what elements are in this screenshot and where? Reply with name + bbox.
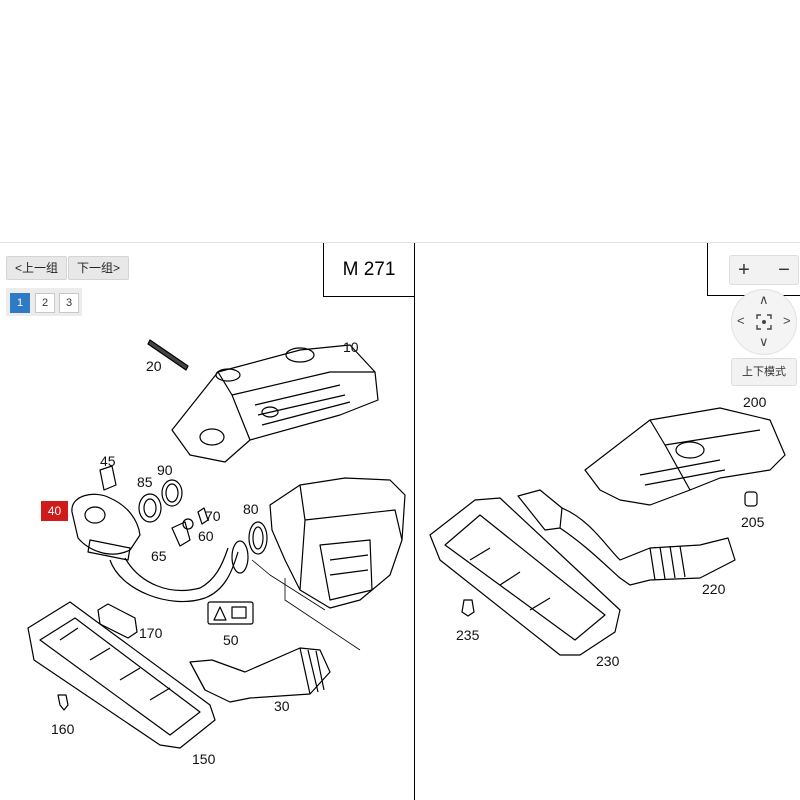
svg-text:30: 30: [274, 698, 290, 714]
chevron-right-icon: >: [113, 261, 121, 275]
layout-mode-button[interactable]: 上下模式: [731, 358, 797, 386]
svg-text:205: 205: [741, 514, 765, 530]
svg-text:160: 160: [51, 721, 75, 737]
diagram-title: M 271: [323, 243, 414, 297]
svg-text:10: 10: [343, 339, 359, 355]
svg-text:90: 90: [157, 462, 173, 478]
prev-group-button[interactable]: <上一组: [6, 256, 68, 280]
focus-center-icon[interactable]: [756, 314, 772, 330]
svg-text:200: 200: [743, 394, 767, 410]
svg-text:65: 65: [151, 548, 167, 564]
pan-left-button[interactable]: <: [737, 313, 745, 328]
svg-text:150: 150: [192, 751, 216, 767]
highlighted-part-callout[interactable]: 40: [41, 501, 68, 521]
svg-text:220: 220: [702, 581, 726, 597]
header-divider: [0, 242, 800, 243]
pan-right-button[interactable]: >: [783, 313, 791, 328]
svg-text:70: 70: [205, 508, 221, 524]
svg-text:20: 20: [146, 358, 162, 374]
pan-down-button[interactable]: ∨: [759, 334, 769, 349]
chevron-left-icon: <: [15, 261, 23, 275]
svg-text:50: 50: [223, 632, 239, 648]
zoom-in-button[interactable]: +: [738, 259, 750, 281]
svg-text:60: 60: [198, 528, 214, 544]
pan-control: ∧ ∨ < >: [731, 289, 797, 355]
svg-text:45: 45: [100, 453, 116, 469]
zoom-control: + −: [729, 255, 799, 285]
svg-text:235: 235: [456, 627, 480, 643]
page-tab-1[interactable]: 1: [10, 293, 30, 313]
page-tab-2[interactable]: 2: [35, 293, 55, 313]
next-group-button[interactable]: 下一组>: [68, 256, 130, 280]
zoom-out-button[interactable]: −: [778, 259, 790, 281]
diagram-divider: [414, 243, 415, 800]
svg-text:170: 170: [139, 625, 163, 641]
svg-text:85: 85: [137, 474, 153, 490]
svg-text:80: 80: [243, 501, 259, 517]
pan-up-button[interactable]: ∧: [759, 292, 769, 307]
page-tab-3[interactable]: 3: [59, 293, 79, 313]
svg-text:230: 230: [596, 653, 620, 669]
